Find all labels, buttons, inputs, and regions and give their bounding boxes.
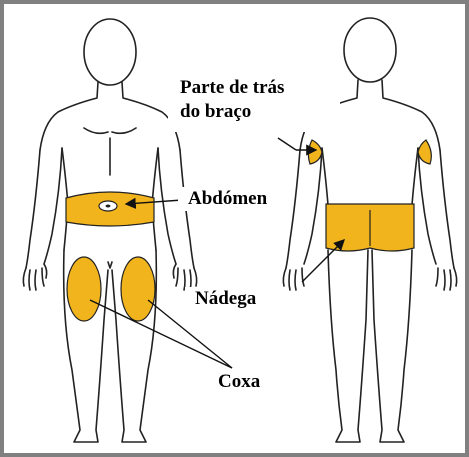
- back-head: [344, 18, 396, 82]
- front-highlights: [66, 192, 155, 321]
- back-left-leg: [328, 250, 368, 442]
- back-of-arm-label-line2: do braço: [180, 100, 332, 124]
- left-thigh-area: [67, 257, 101, 321]
- back-of-arm-label-line1: Parte de trás: [180, 76, 332, 100]
- back-left-arm-inner: [304, 148, 322, 264]
- back-right-arm-inner: [418, 148, 436, 264]
- front-left-arm-outer: [26, 150, 40, 268]
- buttock-label: Nádega: [185, 287, 260, 311]
- navel-dot: [106, 205, 111, 208]
- back-right-leg: [372, 250, 412, 442]
- front-right-arm-inner: [158, 148, 176, 264]
- front-chest-lines: [84, 128, 136, 175]
- back-of-arm-label: Parte de trás do braço: [168, 76, 340, 132]
- front-left-shoulder: [40, 82, 98, 150]
- abdomen-label: Abdómen: [178, 187, 271, 211]
- front-left-arm-inner: [44, 148, 62, 264]
- back-arm-arrow-lead: [278, 138, 296, 150]
- right-thigh-area: [121, 257, 155, 321]
- pointer-lines: [90, 138, 344, 368]
- back-right-arm-outer: [440, 150, 454, 268]
- left-back-arm-area: [308, 140, 322, 164]
- front-head: [84, 19, 136, 85]
- back-left-hand: [283, 268, 304, 290]
- thigh-label: Coxa: [208, 370, 264, 394]
- front-crotch: [108, 262, 112, 268]
- back-right-shoulder: [382, 80, 440, 150]
- back-torso-left: [322, 148, 328, 205]
- back-left-arm-outer: [286, 150, 300, 268]
- right-back-arm-area: [418, 140, 431, 164]
- back-torso-right: [412, 148, 418, 205]
- back-right-hand: [436, 268, 457, 290]
